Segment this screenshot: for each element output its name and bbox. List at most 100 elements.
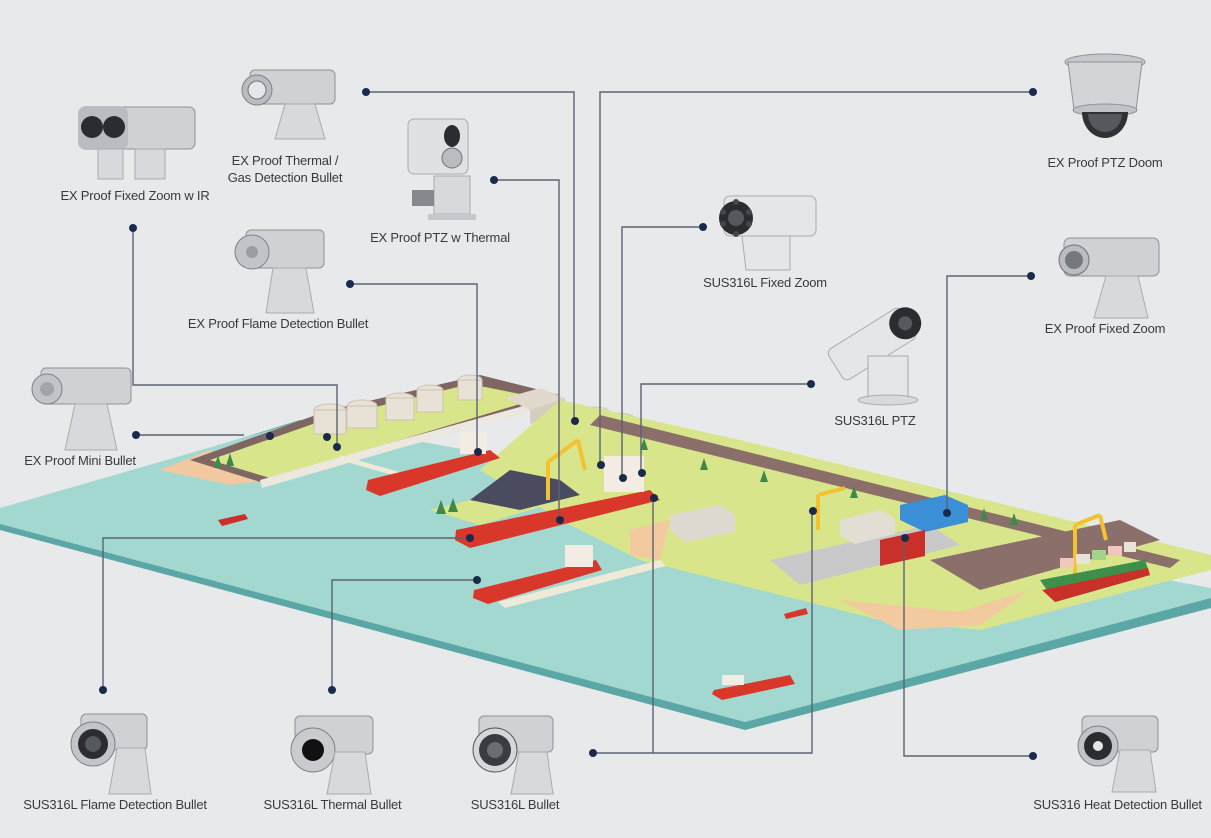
- connector-dot: [1027, 272, 1035, 280]
- camera-card-sus316l-thermal-bullet: SUS316L Thermal Bullet: [245, 712, 420, 813]
- sand-mid: [630, 520, 670, 560]
- camera-card-ex-proof-ptz-doom: EX Proof PTZ Doom: [1040, 52, 1170, 171]
- camera-card-ex-proof-mini-bullet: EX Proof Mini Bullet: [10, 362, 150, 469]
- mini-bullet-camera-icon: [31, 367, 132, 451]
- connector-dot: [129, 224, 137, 232]
- water-base: [0, 420, 1211, 722]
- connector-dot: [650, 494, 658, 502]
- tanker-hull: [366, 450, 500, 496]
- tilted-ptz-camera-icon: [827, 307, 922, 406]
- roads-main: [590, 415, 1180, 568]
- connector-dot: [466, 534, 474, 542]
- fixed-zoom-bullet-camera-icon: [1058, 237, 1159, 319]
- camera-label: EX Proof Fixed Zoom w IR: [60, 188, 210, 203]
- connector-dot: [1029, 752, 1037, 760]
- sand-right: [840, 590, 1030, 630]
- camera-card-sus316l-fixed-zoom: SUS316L Fixed Zoom: [695, 192, 835, 291]
- lng-carrier-hull: [473, 560, 602, 604]
- flame-detection-bullet-camera-icon: [234, 229, 325, 314]
- connector-flame-detection: [350, 283, 478, 452]
- camera-card-ex-proof-thermal-gas: EX Proof Thermal / Gas Detection Bullet: [225, 64, 345, 186]
- connector-dot: [571, 417, 579, 425]
- camera-label: EX Proof PTZ w Thermal: [370, 230, 510, 245]
- connector-dot: [266, 432, 274, 440]
- connector-dot: [638, 469, 646, 477]
- container-ship-hull: [1042, 568, 1150, 602]
- connector-sus316l-thermal: [331, 579, 477, 690]
- dome-camera-icon: [1064, 53, 1146, 138]
- connector-dot: [323, 433, 331, 441]
- camera-label: SUS316L Fixed Zoom: [703, 275, 827, 290]
- camera-label: EX Proof Fixed Zoom: [1044, 321, 1166, 336]
- coal-pile: [470, 470, 580, 510]
- connector-dot: [943, 509, 951, 517]
- camera-label: SUS316L PTZ: [834, 413, 916, 428]
- compact-bullet-camera-icon: [472, 715, 554, 795]
- camera-label: SUS316 Heat Detection Bullet: [1033, 797, 1202, 812]
- containers: [1060, 542, 1136, 568]
- camera-card-sus316l-flame-detection: SUS316L Flame Detection Bullet: [15, 710, 215, 813]
- supply-vessel: [712, 675, 795, 700]
- connector-dot: [809, 507, 817, 515]
- connector-sus316l-bullet-b: [653, 511, 813, 754]
- connector-dot: [1029, 88, 1037, 96]
- compact-thermal-camera-icon: [290, 715, 373, 795]
- crane-right: [816, 486, 1108, 575]
- camera-card-ex-proof-flame-detection: EX Proof Flame Detection Bullet: [178, 225, 378, 332]
- connector-dot: [490, 176, 498, 184]
- blue-warehouse: [900, 495, 968, 532]
- connector-sus316l-fixed-zoom: [621, 226, 703, 478]
- connector-dot: [328, 686, 336, 694]
- dock-container-yard: [930, 520, 1160, 590]
- camera-card-sus316-heat-detection: SUS316 Heat Detection Bullet: [1025, 712, 1210, 813]
- connector-sus316l-ptz: [640, 383, 811, 472]
- ptz-thermal-camera-icon: [407, 118, 476, 220]
- tug-boat-left: [218, 514, 248, 526]
- camera-card-ex-proof-fixed-zoom: EX Proof Fixed Zoom: [1035, 234, 1175, 337]
- tug-boat-mid: [784, 608, 808, 619]
- thermal-bullet-camera-icon: [241, 69, 336, 140]
- lng-pier: [498, 560, 666, 608]
- camera-label: SUS316L Thermal Bullet: [263, 797, 402, 812]
- connector-heat-detection: [903, 538, 1033, 757]
- connector-dot: [473, 576, 481, 584]
- connector-ptz-thermal: [494, 179, 560, 520]
- connector-ex-fixed-zoom: [946, 275, 1031, 513]
- pier-edge-left: [260, 400, 545, 488]
- camera-card-ex-proof-fixed-zoom-ir: EX Proof Fixed Zoom w IR: [55, 102, 215, 204]
- camera-label-line2: Gas Detection Bullet: [227, 170, 343, 185]
- connector-dot: [99, 686, 107, 694]
- connector-fixed-zoom-ir: [132, 228, 338, 447]
- camera-label: EX Proof Flame Detection Bullet: [187, 316, 369, 331]
- connector-dot: [333, 443, 341, 451]
- warehouse-roof: [505, 388, 565, 410]
- camera-label: EX Proof Mini Bullet: [24, 453, 136, 468]
- land-tank-farm-grass: [210, 384, 540, 478]
- connector-dot: [556, 516, 564, 524]
- camera-card-ex-proof-ptz-thermal: EX Proof PTZ w Thermal: [360, 114, 520, 246]
- lng-carrier-bridge: [565, 545, 593, 567]
- arched-shed: [840, 510, 895, 544]
- camera-card-sus316l-bullet: SUS316L Bullet: [455, 712, 575, 813]
- connector-dot: [474, 448, 482, 456]
- dual-lens-bullet-camera-icon: [78, 106, 196, 180]
- connector-sus316l-bullet: [593, 498, 654, 754]
- compact-heat-detection-camera-icon: [1077, 715, 1158, 793]
- connector-dot: [362, 88, 370, 96]
- camera-label: EX Proof PTZ Doom: [1047, 155, 1163, 170]
- camera-card-sus316l-ptz: SUS316L PTZ: [820, 296, 930, 429]
- connector-dot: [597, 461, 605, 469]
- camera-label: SUS316L Bullet: [470, 797, 560, 812]
- red-building: [880, 530, 925, 566]
- white-shed: [670, 505, 735, 542]
- bulk-carrier-bridge: [604, 456, 644, 492]
- compact-ir-bullet-camera-icon: [70, 713, 152, 795]
- connector-dot: [132, 431, 140, 439]
- connector-dot: [346, 280, 354, 288]
- connector-sus316l-flame: [102, 537, 469, 690]
- ir-bullet-camera-icon: [719, 195, 817, 271]
- trees: [214, 438, 1018, 525]
